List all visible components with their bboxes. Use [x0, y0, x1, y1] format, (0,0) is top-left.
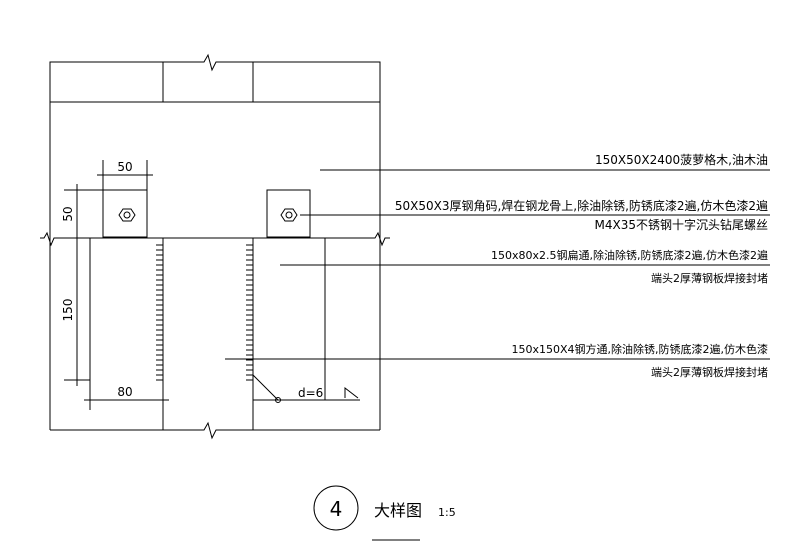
note-flat-tube: 150x80x2.5钢扁通,除油除锈,防锈底漆2遍,仿木色漆2遍	[491, 248, 768, 262]
note-screw: M4X35不锈钢十字沉头钻尾螺丝	[595, 217, 768, 232]
detail-title: 4 大样图 1:5	[313, 485, 456, 541]
note-square-tube: 150x150X4钢方通,除油除锈,防锈底漆2遍,仿木色漆	[511, 342, 768, 356]
dim-bracket-height: 50	[61, 206, 75, 221]
dimension-lines: 50 50 150 80	[61, 160, 169, 410]
detail-number: 4	[330, 497, 343, 521]
detail-scale: 1:5	[438, 506, 456, 519]
note-flat-tube-end: 端头2厚薄钢板焊接封堵	[651, 271, 768, 285]
angle-bracket-left	[102, 189, 148, 238]
dim-top-width: 50	[117, 160, 132, 174]
dim-tube-height: 150	[61, 299, 75, 322]
weld-size: d=6	[298, 386, 323, 400]
angle-bracket-right	[266, 189, 311, 238]
note-wood: 150X50X2400菠萝格木,油木油	[595, 152, 768, 167]
note-square-tube-end: 端头2厚薄钢板焊接封堵	[651, 365, 768, 379]
dim-tube-width: 80	[117, 385, 132, 399]
annotations: 150X50X2400菠萝格木,油木油 50X50X3厚钢角码,焊在钢龙骨上,除…	[225, 152, 770, 379]
note-angle: 50X50X3厚钢角码,焊在钢龙骨上,除油除锈,防锈底漆2遍,仿木色漆2遍	[395, 198, 768, 213]
bolt-icon	[118, 208, 136, 222]
wood-board	[49, 53, 381, 103]
detail-name: 大样图	[374, 501, 422, 520]
bolt-icon	[280, 208, 298, 222]
outline	[40, 102, 390, 440]
weld-symbol: d=6	[252, 374, 360, 403]
steel-tubes	[89, 238, 326, 430]
